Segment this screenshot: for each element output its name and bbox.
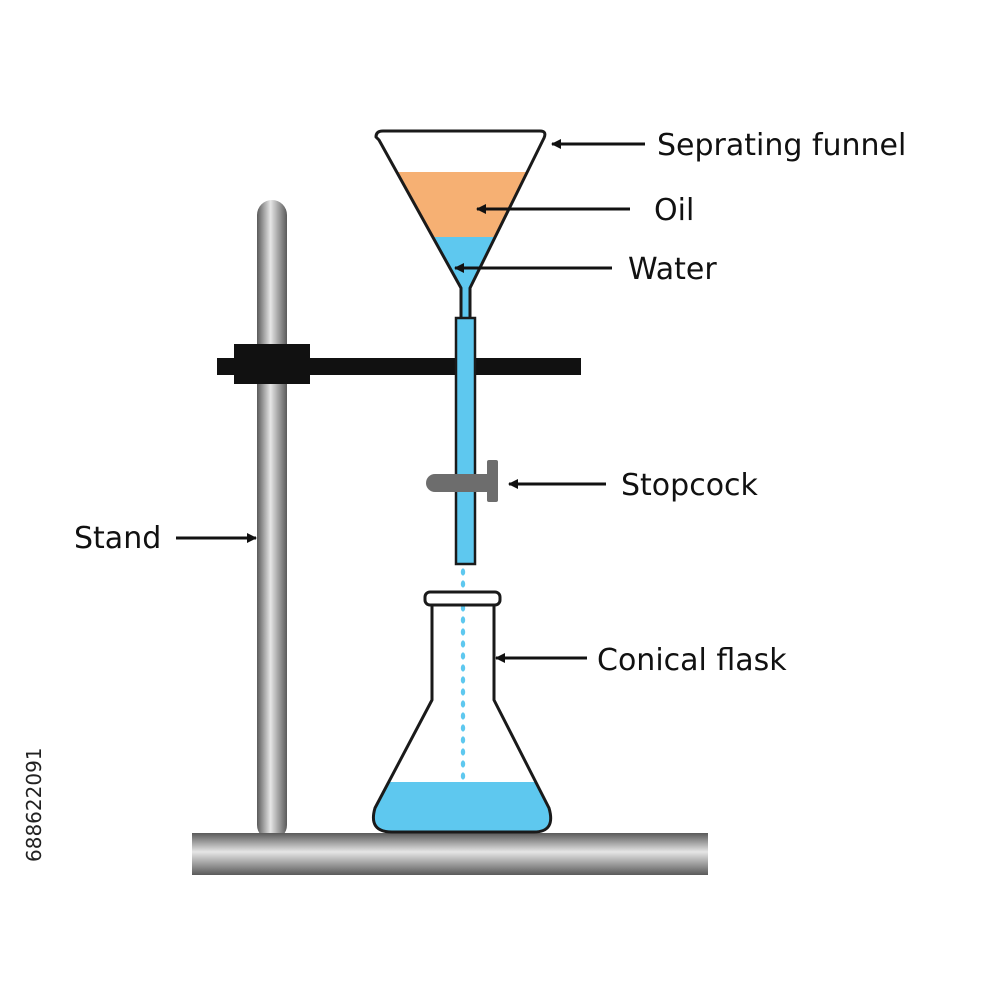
- stopcock: [426, 460, 498, 502]
- water-droplet: [460, 628, 466, 636]
- water-droplet: [460, 580, 466, 588]
- water-droplet: [460, 640, 466, 648]
- flask-water: [373, 782, 551, 832]
- label-stopcock: Stopcock: [621, 468, 759, 503]
- oil-layer: [376, 172, 545, 237]
- watermark-id: 688622091: [22, 747, 46, 862]
- label-separating-funnel: Seprating funnel: [657, 128, 906, 163]
- label-conical-flask: Conical flask: [597, 643, 787, 678]
- separating-funnel: [374, 129, 547, 322]
- water-droplet: [460, 616, 466, 624]
- water-droplet: [460, 688, 466, 696]
- stand-rod: [257, 200, 287, 840]
- conical-flask: [371, 590, 553, 834]
- water-droplet: [460, 664, 466, 672]
- water-droplet: [460, 676, 466, 684]
- flask-contents: [373, 782, 551, 832]
- water-droplet: [460, 772, 466, 780]
- label-water: Water: [628, 252, 717, 287]
- water-droplet: [460, 712, 466, 720]
- clamp-boss: [234, 344, 310, 384]
- water-droplet: [460, 724, 466, 732]
- water-droplet: [460, 748, 466, 756]
- water-droplet: [460, 736, 466, 744]
- water-droplet: [460, 700, 466, 708]
- water-droplet: [460, 760, 466, 768]
- funnel-stem: [454, 316, 477, 566]
- stand-base: [192, 833, 708, 875]
- water-droplet: [460, 652, 466, 660]
- water-droplet: [460, 568, 466, 576]
- label-oil: Oil: [654, 193, 694, 228]
- label-stand: Stand: [74, 521, 161, 556]
- label-arrows: [176, 139, 645, 663]
